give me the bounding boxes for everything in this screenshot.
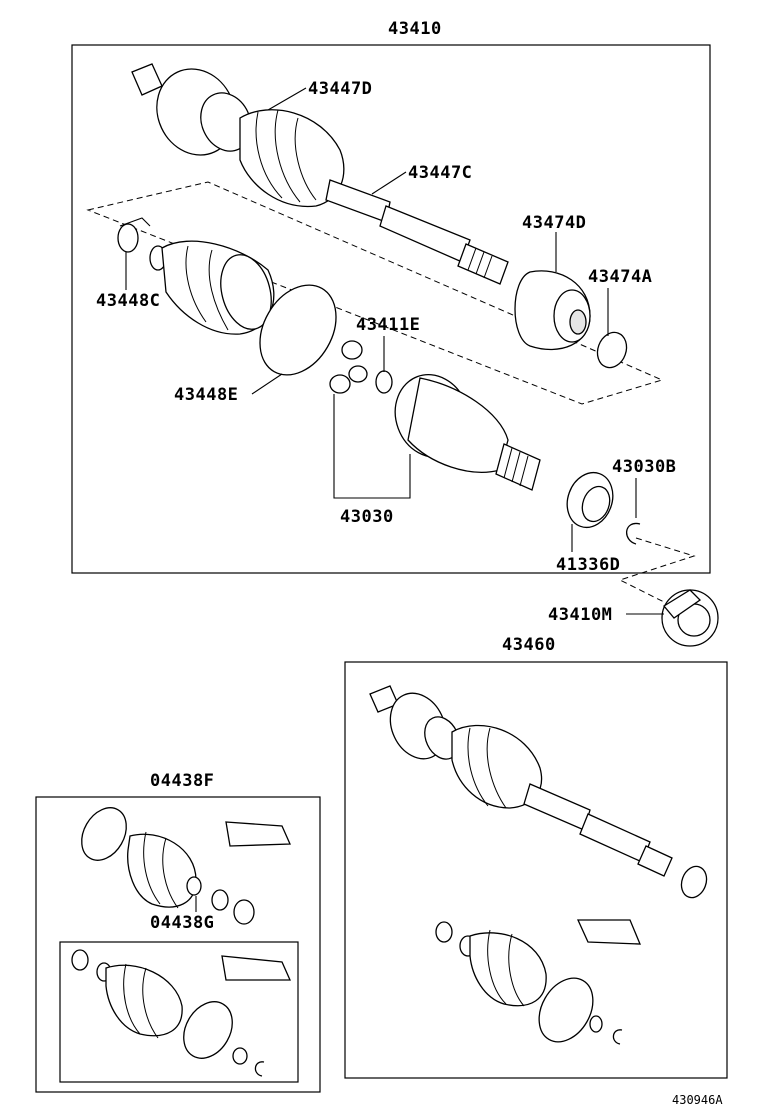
kit-box-04438f [35,796,321,1093]
label-43448c: 43448C [96,291,160,311]
label-43410: 43410 [388,19,442,39]
clamp-43448c-shape [117,217,151,253]
label-43448e: 43448E [174,385,238,405]
kit-04438g-parts [71,949,292,1077]
label-43030b: 43030B [612,457,676,477]
inner-boot-shape [149,240,275,335]
leader-43448e [251,373,283,395]
snap-43030b-shape [626,522,641,545]
label-43460: 43460 [502,635,556,655]
figure-id: 430946A [672,1093,723,1107]
label-43447c: 43447C [408,163,472,183]
label-43410m: 43410M [548,605,612,625]
drive-shaft-upper [131,63,509,285]
label-43474a: 43474A [588,267,652,287]
label-41336d: 41336D [556,555,620,575]
label-04438g: 04438G [150,913,214,933]
leader-43447c [371,171,407,195]
label-43474d: 43474D [522,213,586,233]
dashed-to-bearing [618,537,696,603]
assembly-box-43460 [344,661,728,1079]
joint-43474d-shape [514,270,591,351]
kit-box-04438g [59,941,299,1083]
inner-housing-shape [394,374,541,491]
label-43411e: 43411E [356,315,420,335]
bearing-43410m-shape [661,589,719,647]
clip-43411e-shape [375,370,393,394]
dashed-subgroup-outline [86,181,664,405]
label-43447d: 43447D [308,79,372,99]
ring-43474a-shape [596,331,628,369]
kit-04438f-parts [81,807,291,925]
seal-41336d-shape [566,471,614,529]
drive-shaft-lower [369,685,708,899]
assembly-box-43410 [71,44,711,574]
leader-43447d [267,87,307,111]
tripod-shape [329,340,368,394]
label-43030: 43030 [340,507,394,527]
leader-43030 [333,394,411,499]
lower-boot-kit [435,919,641,1045]
band-43448e-shape [259,284,337,376]
label-04438f: 04438F [150,771,214,791]
